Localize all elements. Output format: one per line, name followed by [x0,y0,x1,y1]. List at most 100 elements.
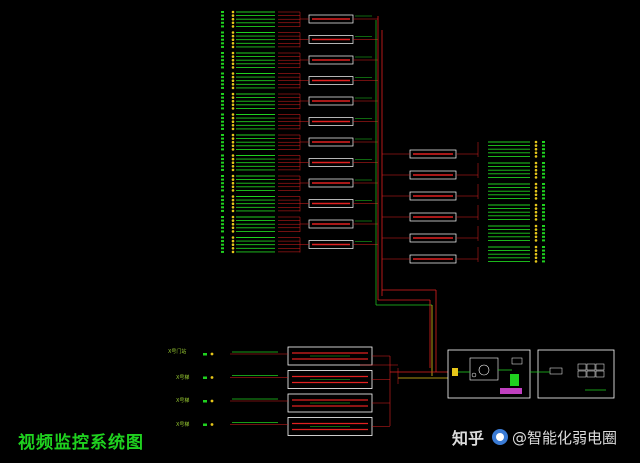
display-screen-icon [595,370,605,378]
control-room-box [447,349,531,399]
camera-icon [221,230,224,233]
camera-node [231,116,235,120]
camera-node [231,133,235,137]
camera-icon [542,193,545,196]
camera-icon [542,246,545,248]
camera-node [231,209,235,213]
camera-node [231,243,235,246]
camera-icon [542,172,545,175]
camera-node [210,423,214,426]
camera-icon [221,141,224,144]
camera-node [231,219,235,222]
camera-icon [221,25,224,28]
camera-node [231,189,235,192]
camera-icon [221,199,224,202]
camera-node [231,195,235,198]
display-screen-icon [586,370,596,378]
camera-icon [221,107,224,110]
camera-node [231,226,235,230]
camera-icon [221,14,224,17]
camera-icon [221,243,224,246]
camera-icon [221,223,224,226]
camera-node [534,218,538,221]
diagram-title: 视频监控系统图 [18,433,144,453]
camera-node [231,58,235,62]
camera-node [231,215,235,219]
camera-icon [221,38,224,41]
camera-node [231,161,235,164]
camera-node [231,181,235,185]
camera-node [534,147,538,151]
camera-icon [221,209,224,212]
camera-node [534,214,538,218]
camera-icon [221,124,224,127]
camera-node [231,31,235,34]
camera-icon [221,247,224,250]
camera-icon [221,113,224,116]
camera-icon [203,353,207,356]
entrance-label-2: X号梯 [176,398,190,404]
camera-icon [221,182,224,185]
camera-icon [221,175,224,177]
camera-node [231,154,235,157]
camera-node [231,120,235,123]
camera-node [210,352,214,356]
storage-icon-small [471,372,477,378]
camera-node [231,247,235,250]
camera-icon [542,165,545,168]
camera-node [210,399,214,403]
camera-icon [221,83,224,86]
camera-icon [221,72,224,75]
camera-node [534,193,538,197]
camera-node [231,51,235,55]
camera-icon [221,185,224,188]
camera-node [231,222,235,226]
camera-node [534,165,538,168]
camera-icon [221,189,224,192]
camera-node [231,198,235,202]
camera-node [534,176,538,179]
display-screen-icon [595,363,605,371]
camera-node [231,83,235,86]
camera-icon [542,211,545,214]
camera-icon [542,228,545,231]
camera-icon [542,141,545,143]
camera-icon [542,144,545,147]
camera-node [231,174,235,178]
camera-icon [221,42,224,45]
camera-icon [221,100,224,103]
camera-icon [221,134,224,136]
camera-icon [221,154,224,157]
camera-node [231,79,235,82]
camera-icon [542,260,545,263]
camera-node [231,62,235,66]
camera-node [231,140,235,144]
camera-node [231,21,235,25]
camera-icon [221,52,224,54]
camera-node [231,72,235,75]
camera-icon [203,400,207,403]
camera-icon [221,250,224,253]
camera-icon [221,55,224,58]
camera-node [231,165,235,168]
camera-node [231,38,235,41]
camera-node [231,185,235,189]
camera-icon [221,137,224,140]
camera-node [534,161,538,165]
camera-icon [221,62,224,65]
camera-node [231,157,235,161]
camera-node [231,17,235,21]
camera-node [534,168,538,172]
camera-icon [542,239,545,242]
entrance-label-3: X号梯 [176,422,190,428]
camera-icon [221,21,224,24]
camera-icon [221,31,224,34]
camera-node [534,186,538,189]
camera-icon [542,183,545,185]
camera-icon [221,59,224,62]
camera-icon [221,195,224,198]
camera-icon [542,186,545,189]
camera-icon [221,18,224,21]
camera-icon [542,249,545,252]
camera-icon [221,66,224,69]
